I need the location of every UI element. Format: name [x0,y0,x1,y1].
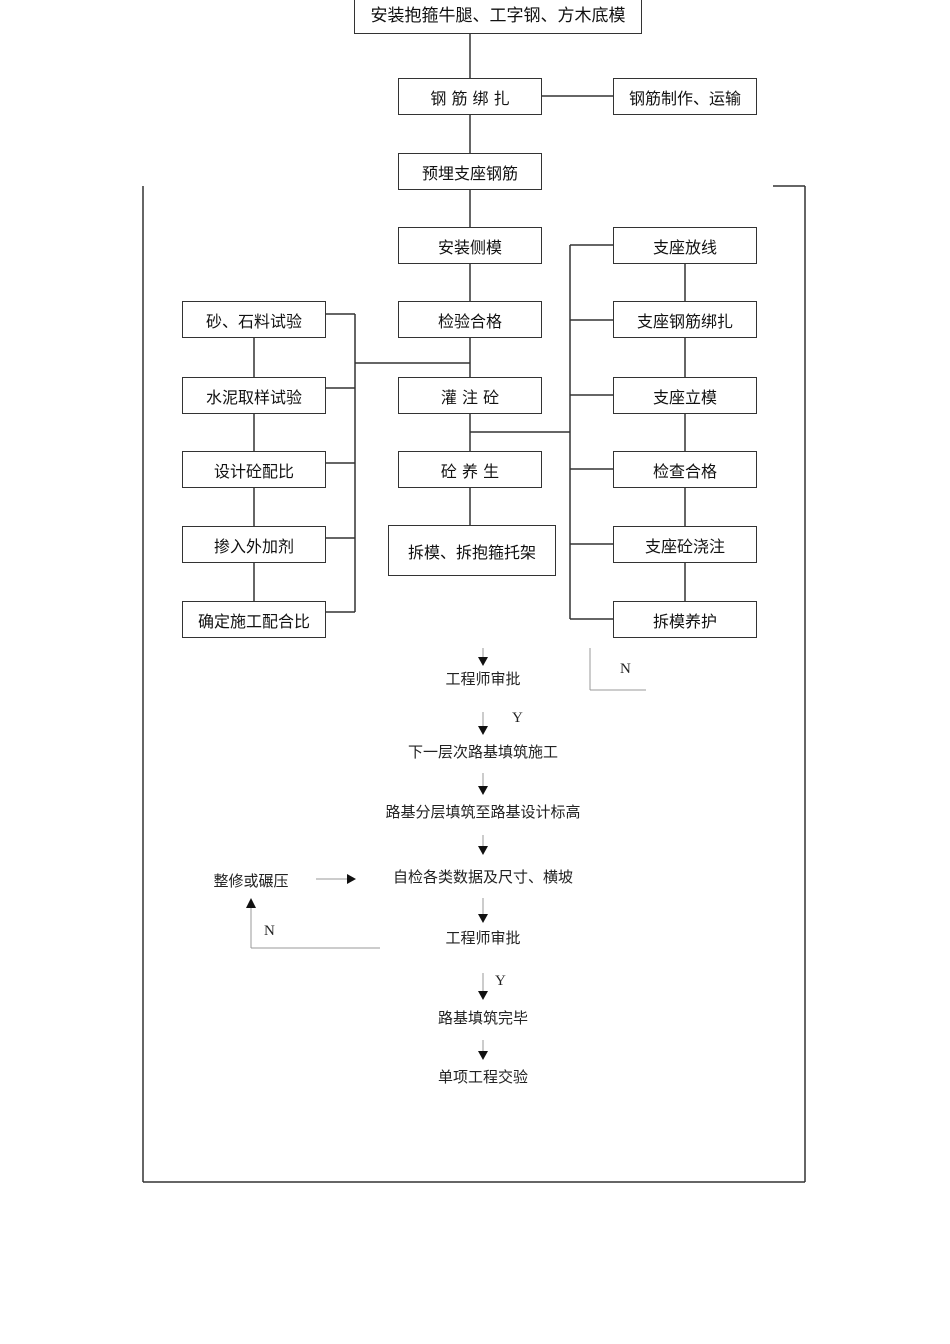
pour-box: 灌 注 砼 [398,377,542,414]
cure-box: 砼 养 生 [398,451,542,488]
acceptance-text: 单项工程交验 [437,1068,529,1086]
approve-1-text: 工程师审批 [445,670,521,688]
selfcheck-text: 自检各类数据及尺寸、横坡 [392,868,574,886]
right-box-4: 检查合格 [613,451,757,488]
rebar-tie-box: 钢 筋 绑 扎 [398,78,542,115]
left-box-1: 砂、石料试验 [182,301,326,338]
left-box-4: 掺入外加剂 [182,526,326,563]
complete-text: 路基填筑完毕 [437,1009,529,1027]
next-layer-text: 下一层次路基填筑施工 [407,743,559,761]
rebar-make-box: 钢筋制作、运输 [613,78,757,115]
repair-text: 整修或碾压 [213,872,289,890]
embed-rebar-box: 预埋支座钢筋 [398,153,542,190]
no-label-2: N [264,923,275,939]
right-box-6: 拆模养护 [613,601,757,638]
top-box: 安装抱箍牛腿、工字钢、方木底模 [354,0,642,34]
layering-text: 路基分层填筑至路基设计标高 [385,803,581,821]
right-box-3: 支座立模 [613,377,757,414]
inspect-box: 检验合格 [398,301,542,338]
right-box-2: 支座钢筋绑扎 [613,301,757,338]
yes-label-1: Y [512,710,523,726]
left-box-5: 确定施工配合比 [182,601,326,638]
yes-label-2: Y [495,973,506,989]
approve-2-text: 工程师审批 [445,929,521,947]
right-box-5: 支座砼浇注 [613,526,757,563]
left-box-3: 设计砼配比 [182,451,326,488]
left-box-2: 水泥取样试验 [182,377,326,414]
side-form-box: 安装侧模 [398,227,542,264]
no-label-1: N [620,661,631,677]
right-box-1: 支座放线 [613,227,757,264]
strip-box: 拆模、拆抱箍托架 [388,525,556,576]
